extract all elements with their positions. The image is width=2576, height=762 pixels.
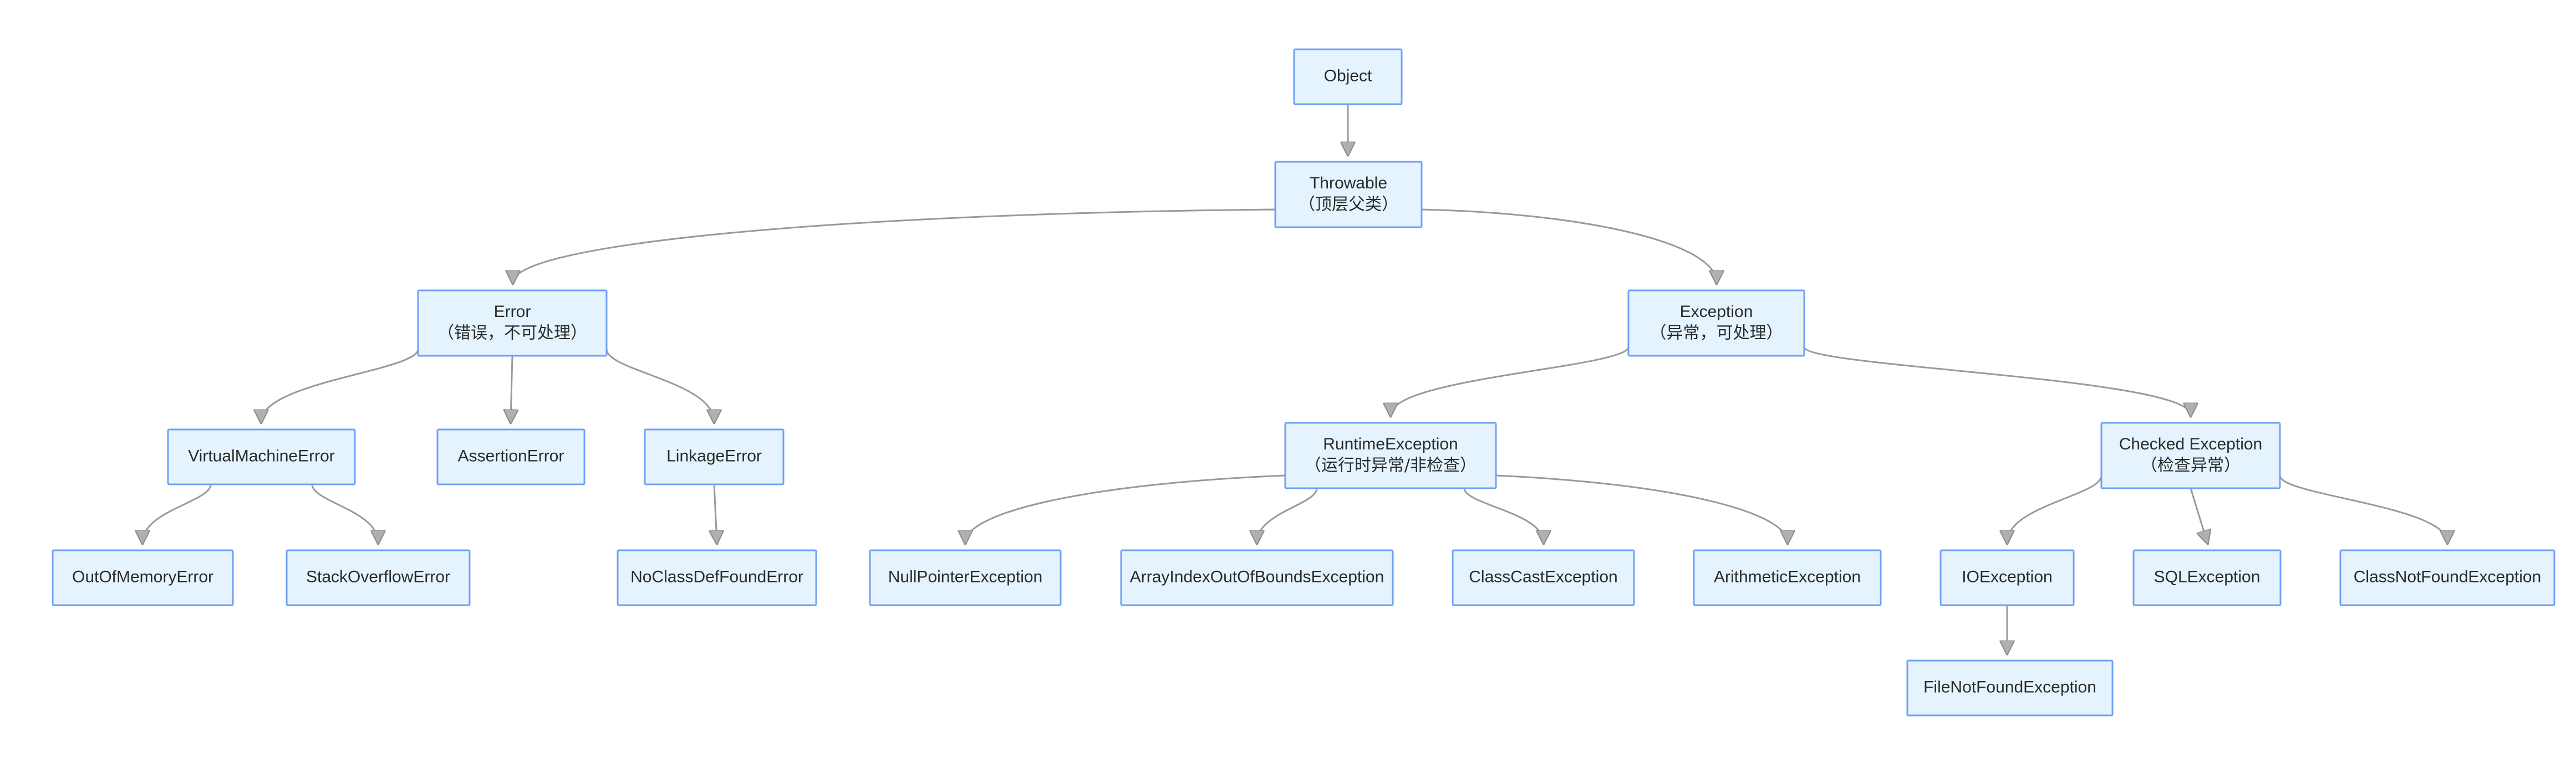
edge-exception-to-runtime-exception (1391, 346, 1630, 415)
node-virtual-machine-error[interactable]: VirtualMachineError (167, 428, 356, 485)
node-label-throwable-line-1: Throwable (1310, 174, 1387, 192)
edge-error-to-assertion-error (511, 355, 512, 422)
node-label-exception-line-1: Exception (1680, 303, 1753, 321)
node-box-error[interactable] (417, 289, 608, 357)
edge-runtime-exception-to-class-cast-exception (1463, 488, 1544, 543)
node-assertion-error[interactable]: AssertionError (436, 428, 586, 485)
node-box-class-not-found-exception[interactable] (2339, 549, 2555, 606)
node-label-virtual-machine-error: VirtualMachineError (188, 447, 335, 465)
node-box-throwable[interactable] (1274, 161, 1423, 228)
node-label-throwable-line-2: （顶层父类） (1299, 195, 1398, 214)
node-box-array-index-out-of-bounds-exception[interactable] (1120, 549, 1394, 606)
node-label-checked-exception-line-1: Checked Exception (2119, 435, 2263, 453)
node-label-array-index-out-of-bounds-exception: ArrayIndexOutOfBoundsException (1130, 567, 1384, 586)
node-sql-exception[interactable]: SQLException (2132, 549, 2282, 606)
node-label-object: Object (1324, 67, 1372, 85)
node-label-io-exception: IOException (1962, 567, 2052, 586)
node-error[interactable]: Error （错误，不可处理） (417, 289, 608, 357)
node-label-sql-exception: SQLException (2154, 567, 2261, 586)
node-throwable[interactable]: Throwable （顶层父类） (1274, 161, 1423, 228)
node-box-virtual-machine-error[interactable] (167, 428, 356, 485)
node-box-linkage-error[interactable] (644, 428, 785, 485)
edges-layer (142, 104, 2447, 653)
node-label-class-cast-exception: ClassCastException (1469, 567, 1617, 586)
node-label-error-line-1: Error (494, 303, 531, 321)
node-file-not-found-exception[interactable]: FileNotFoundException (1906, 659, 2114, 717)
edge-checked-exception-to-sql-exception (2190, 488, 2207, 543)
edge-runtime-exception-to-arithmetic-exception (1495, 474, 1788, 543)
node-label-stack-overflow-error: StackOverflowError (306, 567, 450, 586)
node-runtime-exception[interactable]: RuntimeException （运行时异常/非检查） (1284, 422, 1497, 489)
node-box-sql-exception[interactable] (2132, 549, 2282, 606)
node-label-linkage-error: LinkageError (666, 447, 762, 465)
node-class-not-found-exception[interactable]: ClassNotFoundException (2339, 549, 2555, 606)
edge-checked-exception-to-io-exception (2007, 475, 2102, 543)
node-label-arithmetic-exception: ArithmeticException (1714, 567, 1861, 586)
node-label-no-class-def-found-error: NoClassDefFoundError (630, 567, 803, 586)
node-arithmetic-exception[interactable]: ArithmeticException (1693, 549, 1882, 606)
edge-checked-exception-to-class-not-found-exception (2279, 475, 2447, 543)
node-box-out-of-memory-error[interactable] (52, 549, 234, 606)
edge-linkage-error-to-no-class-def-found-error (714, 484, 717, 543)
edge-runtime-exception-to-null-pointer-exception (965, 474, 1286, 543)
node-box-file-not-found-exception[interactable] (1906, 659, 2114, 717)
node-io-exception[interactable]: IOException (1939, 549, 2075, 606)
node-label-checked-exception-line-2: （检查异常） (2141, 456, 2241, 475)
edge-exception-to-checked-exception (1803, 346, 2191, 415)
node-box-checked-exception[interactable] (2100, 422, 2281, 489)
edge-virtual-machine-error-to-out-of-memory-error (142, 484, 212, 543)
node-box-class-cast-exception[interactable] (1452, 549, 1635, 606)
edge-throwable-to-error (513, 208, 1276, 283)
node-label-file-not-found-exception: FileNotFoundException (1923, 678, 2096, 696)
edge-error-to-virtual-machine-error (261, 349, 419, 422)
node-object[interactable]: Object (1293, 48, 1403, 105)
node-linkage-error[interactable]: LinkageError (644, 428, 785, 485)
node-label-error-line-2: （错误，不可处理） (437, 324, 587, 343)
node-label-runtime-exception-line-2: （运行时异常/非检查） (1305, 456, 1477, 475)
node-array-index-out-of-bounds-exception[interactable]: ArrayIndexOutOfBoundsException (1120, 549, 1394, 606)
node-box-object[interactable] (1293, 48, 1403, 105)
node-box-io-exception[interactable] (1939, 549, 2075, 606)
node-box-runtime-exception[interactable] (1284, 422, 1497, 489)
node-label-assertion-error: AssertionError (458, 447, 564, 465)
node-box-assertion-error[interactable] (436, 428, 586, 485)
node-null-pointer-exception[interactable]: NullPointerException (869, 549, 1062, 606)
node-box-arithmetic-exception[interactable] (1693, 549, 1882, 606)
node-exception[interactable]: Exception （异常，可处理） (1627, 289, 1805, 357)
node-no-class-def-found-error[interactable]: NoClassDefFoundError (617, 549, 817, 606)
edge-runtime-exception-to-array-index-out-of-bounds-exception (1257, 488, 1318, 543)
node-box-exception[interactable] (1627, 289, 1805, 357)
node-label-null-pointer-exception: NullPointerException (888, 567, 1042, 586)
node-checked-exception[interactable]: Checked Exception （检查异常） (2100, 422, 2281, 489)
node-stack-overflow-error[interactable]: StackOverflowError (286, 549, 471, 606)
node-class-cast-exception[interactable]: ClassCastException (1452, 549, 1635, 606)
node-box-stack-overflow-error[interactable] (286, 549, 471, 606)
edge-virtual-machine-error-to-stack-overflow-error (311, 484, 378, 543)
node-box-no-class-def-found-error[interactable] (617, 549, 817, 606)
node-label-class-not-found-exception: ClassNotFoundException (2354, 567, 2542, 586)
node-label-exception-line-2: （异常，可处理） (1650, 324, 1783, 343)
node-label-out-of-memory-error: OutOfMemoryError (72, 567, 213, 586)
edge-throwable-to-exception (1421, 208, 1717, 283)
node-out-of-memory-error[interactable]: OutOfMemoryError (52, 549, 234, 606)
node-label-runtime-exception-line-1: RuntimeException (1323, 435, 1458, 453)
node-box-null-pointer-exception[interactable] (869, 549, 1062, 606)
edge-error-to-linkage-error (605, 349, 714, 422)
